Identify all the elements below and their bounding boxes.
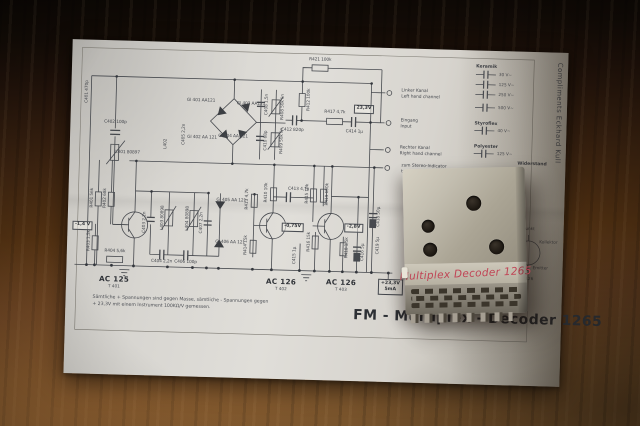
module-vent-grille [404, 282, 528, 316]
legend-rating: 500 V~ [497, 105, 514, 111]
transistor-label-t401: AC 125 T 401 [98, 273, 130, 289]
component-label: L401 80897 [115, 149, 140, 156]
component-label: R415 10k [304, 183, 311, 204]
component-label: C418 50µ [376, 206, 382, 227]
component-label: C407 2,2n [198, 212, 205, 234]
legend-rating: 30 V~ [498, 72, 513, 78]
component-label: R418 1,5k [344, 237, 350, 259]
voltage-callout: -2,8V [344, 223, 364, 233]
component-label: L403 80898 [159, 205, 166, 231]
component-label: C419 5µ [375, 237, 381, 255]
legend-keramik-label: Keramik [476, 64, 498, 70]
component-label: Gl 401 AA121 [186, 97, 216, 104]
component-label: R414 15k [243, 235, 249, 255]
circuit-drawing [74, 47, 541, 343]
terminal-input: Eingang Input [400, 118, 419, 130]
component-label: L402 [163, 138, 169, 149]
component-label: R416 15k [306, 231, 312, 252]
component-label: R421 100k [309, 57, 332, 63]
module-front-lip: Multiplex Decoder 1265 [399, 261, 532, 286]
component-label: R410 10k [263, 182, 270, 203]
component-label: C402 100p [104, 119, 127, 126]
legend-rating: 125 V~ [498, 82, 515, 88]
component-label: C412 820p [280, 127, 304, 134]
module-top-face [402, 166, 527, 265]
component-label: C408 1,5n [264, 93, 270, 116]
module-hole [466, 195, 482, 211]
component-label: C403 2,2n [141, 211, 148, 233]
voltage-callout: 23,3V [353, 104, 374, 115]
decoder-module: Multiplex Decoder 1265 [399, 166, 532, 324]
component-label: Gl 406 AA 121 [215, 239, 246, 246]
voltage-callout: -0,75V [281, 222, 304, 233]
legend-styroflex-label: Styroflex [474, 121, 498, 128]
vent-row [411, 300, 522, 309]
component-label: R404 5,6k [104, 248, 126, 255]
component-label: Gl 402 AA 121 [187, 134, 217, 141]
transistor-label-t402: AC 126 T 402 [265, 276, 297, 292]
component-label: R408 50k lin [280, 94, 286, 120]
component-label: R417 4,7k [324, 109, 346, 116]
handwritten-label: Multiplex Decoder 1265 [399, 264, 532, 283]
component-label: Gl 404 AA 121 [218, 133, 249, 140]
legend-polyester-label: Polyester [473, 144, 498, 151]
component-label: R412 100k [306, 88, 312, 112]
component-label: C415 1µ [292, 246, 298, 265]
component-label: Gl 403 AA121 [236, 101, 266, 108]
pinout-kollektor: Kollektor [539, 239, 558, 245]
voltage-callout: -1,4 V [72, 220, 93, 231]
component-label: R419 100k [324, 183, 331, 206]
terminal-left-channel: Linker Kanal Left hand channel [401, 88, 440, 101]
module-edge-sticker [401, 267, 408, 279]
component-label: R401 56k [89, 187, 96, 208]
component-label: Gl 405 AA 121 [216, 197, 247, 204]
vent-row [411, 293, 522, 302]
module-hole [421, 219, 435, 233]
supply-current: 5mA [384, 286, 397, 293]
legend-rating: 250 V~ [498, 92, 515, 98]
component-label: C405 2,2n [181, 123, 187, 145]
legend-rating: 125 V~ [496, 151, 513, 157]
component-label: C406 100p [174, 259, 197, 266]
component-label: C414 1µ [345, 129, 364, 135]
component-label: L404 80898 [184, 206, 191, 231]
terminal-right-channel: Rechter Kanal Right hand channel [399, 145, 442, 158]
component-label: R413 4,7k [244, 188, 251, 210]
component-label: C416 5µ [360, 243, 366, 262]
vent-row [410, 286, 522, 295]
component-label: C401 470p [84, 80, 91, 103]
module-hole [488, 239, 505, 255]
component-label: R403 1,5k [86, 230, 92, 252]
component-label: R402 68k [102, 188, 109, 209]
module-hole [423, 242, 438, 257]
legend-rating: 40 V~ [497, 128, 511, 134]
component-label: C410 68p [263, 130, 269, 151]
pinout-emitter: Emitter [532, 265, 549, 271]
transistor-label-t403: AC 126 T 403 [325, 277, 357, 292]
component-label: C404 2,2n [150, 258, 173, 265]
